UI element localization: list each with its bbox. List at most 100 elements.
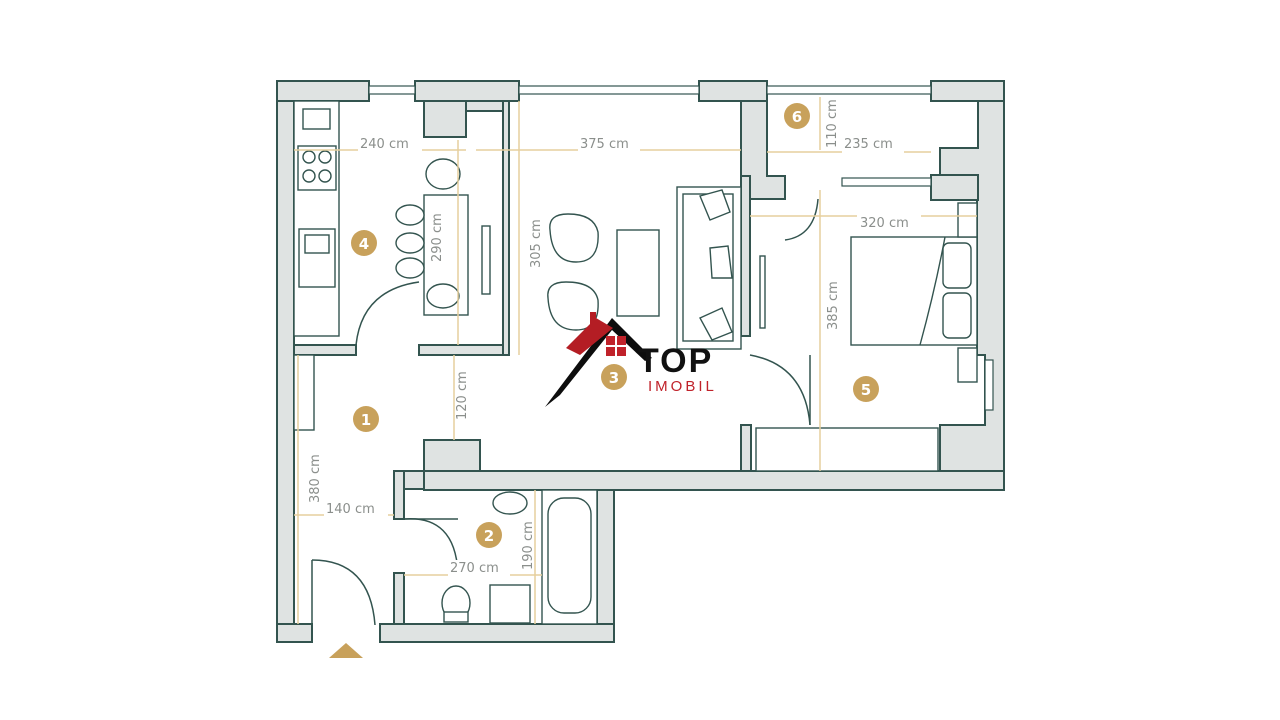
- wall-top-3: [698, 80, 768, 102]
- nightstand: [957, 202, 978, 238]
- room-badge-4: [351, 230, 377, 256]
- logo-window: [606, 347, 615, 356]
- room-number-3: 3: [609, 369, 619, 387]
- wall-kitchen-bottom-right: [418, 344, 505, 356]
- room-badge-5: [853, 376, 879, 402]
- stove-burner: [318, 150, 332, 164]
- armchair: [549, 213, 599, 263]
- kitchen-cabinet: [302, 108, 331, 130]
- wall-bottom-main: [423, 470, 1005, 491]
- dim-bedroom-width: 320 cm: [860, 216, 909, 231]
- stove-burner: [302, 150, 316, 164]
- wall-partition-top: [465, 100, 505, 112]
- dim-entry-width: 140 cm: [326, 502, 375, 517]
- dim-balcony-depth: 110 cm: [825, 99, 840, 148]
- wall-bedroom-partition: [740, 175, 751, 337]
- dim-bedroom-depth: 385 cm: [826, 281, 841, 330]
- wall-left: [276, 80, 295, 642]
- living-furniture: [547, 186, 766, 350]
- doors: [311, 198, 819, 626]
- wall-bedroom-partition-low: [740, 424, 752, 472]
- bath-furniture: [293, 354, 598, 625]
- wall-bath-left-upper: [393, 470, 405, 520]
- watermark-logo: TOP IMOBIL: [545, 312, 717, 407]
- wall-top-2: [414, 80, 520, 102]
- cushion: [699, 189, 731, 221]
- cushion: [699, 307, 733, 341]
- room-badge-6: [784, 103, 810, 129]
- chair: [395, 232, 425, 254]
- wardrobe-handle: [481, 225, 491, 295]
- pillow: [942, 292, 972, 339]
- door-entrance: [311, 559, 376, 626]
- room-number-1: 1: [361, 411, 371, 429]
- dim-living-depth: 305 cm: [529, 219, 544, 268]
- wardrobe-handle: [759, 255, 766, 329]
- dim-hall-depth: 120 cm: [455, 371, 470, 420]
- window-bedroom-side: [984, 359, 994, 411]
- dim-balcony-width: 235 cm: [844, 137, 893, 152]
- logo-sub-text: IMOBIL: [648, 378, 717, 395]
- logo-chimney: [590, 312, 596, 324]
- door-balcony: [784, 198, 819, 241]
- room-number-5: 5: [861, 381, 871, 399]
- triangle-up-icon: [329, 643, 363, 658]
- logo-window: [617, 336, 626, 345]
- bedroom-wardrobe: [755, 427, 939, 472]
- kitchen-furniture: [293, 100, 491, 337]
- toilet-tank: [443, 611, 469, 623]
- dim-kitchen-width: 240 cm: [360, 137, 409, 152]
- door-kitchen: [355, 281, 420, 346]
- room-badge-1: [353, 406, 379, 432]
- column-living-right: [699, 100, 786, 200]
- kitchen-counter: [293, 100, 340, 337]
- wall-bath-left-lower: [393, 572, 405, 626]
- window-balcony: [766, 85, 932, 95]
- wall-bath-right: [596, 489, 615, 643]
- wall-top-1: [276, 80, 370, 102]
- washbasin: [492, 491, 528, 515]
- windows: [368, 85, 994, 411]
- sink-bowl: [304, 234, 330, 254]
- entry-cabinet: [293, 354, 315, 431]
- washing-machine: [489, 584, 531, 624]
- logo-roof-red: [566, 318, 613, 355]
- pillow: [942, 242, 972, 289]
- wall-balcony-step: [930, 174, 979, 201]
- logo-window: [606, 336, 615, 345]
- chair: [395, 257, 425, 279]
- stove-burner: [302, 169, 316, 183]
- wall-kitchen-bottom-left: [293, 344, 357, 356]
- dim-kitchen-depth: 290 cm: [430, 213, 445, 262]
- armchair: [547, 281, 599, 331]
- chair: [395, 204, 425, 226]
- column-kitchen: [415, 100, 467, 138]
- wall-bottom-bath: [379, 623, 615, 643]
- window-living: [518, 85, 700, 95]
- dim-living-width: 375 cm: [580, 137, 629, 152]
- logo-top-text: TOP: [638, 342, 713, 380]
- chair: [426, 283, 460, 309]
- bedroom-furniture: [755, 202, 978, 472]
- coffee-table: [616, 229, 660, 317]
- room-badges: 4 6 3 5 1 2: [351, 103, 879, 548]
- stove-burner: [318, 169, 332, 183]
- chair: [425, 158, 461, 190]
- cushion: [709, 245, 733, 279]
- window-bedroom-balcony: [841, 177, 932, 187]
- room-number-2: 2: [484, 527, 494, 545]
- room-badge-3: [601, 364, 627, 390]
- room-number-6: 6: [792, 108, 802, 126]
- stove: [297, 145, 337, 191]
- dim-entry-depth: 380 cm: [308, 454, 323, 503]
- dimension-lines: [294, 97, 977, 624]
- room-number-4: 4: [359, 235, 369, 253]
- dim-bath-depth: 190 cm: [521, 521, 536, 570]
- wall-top-4: [930, 80, 1005, 102]
- wall-partition: [502, 100, 510, 356]
- window-kitchen: [368, 85, 416, 95]
- bathtub-inner: [547, 497, 592, 614]
- wall-bottom-entry: [276, 623, 313, 643]
